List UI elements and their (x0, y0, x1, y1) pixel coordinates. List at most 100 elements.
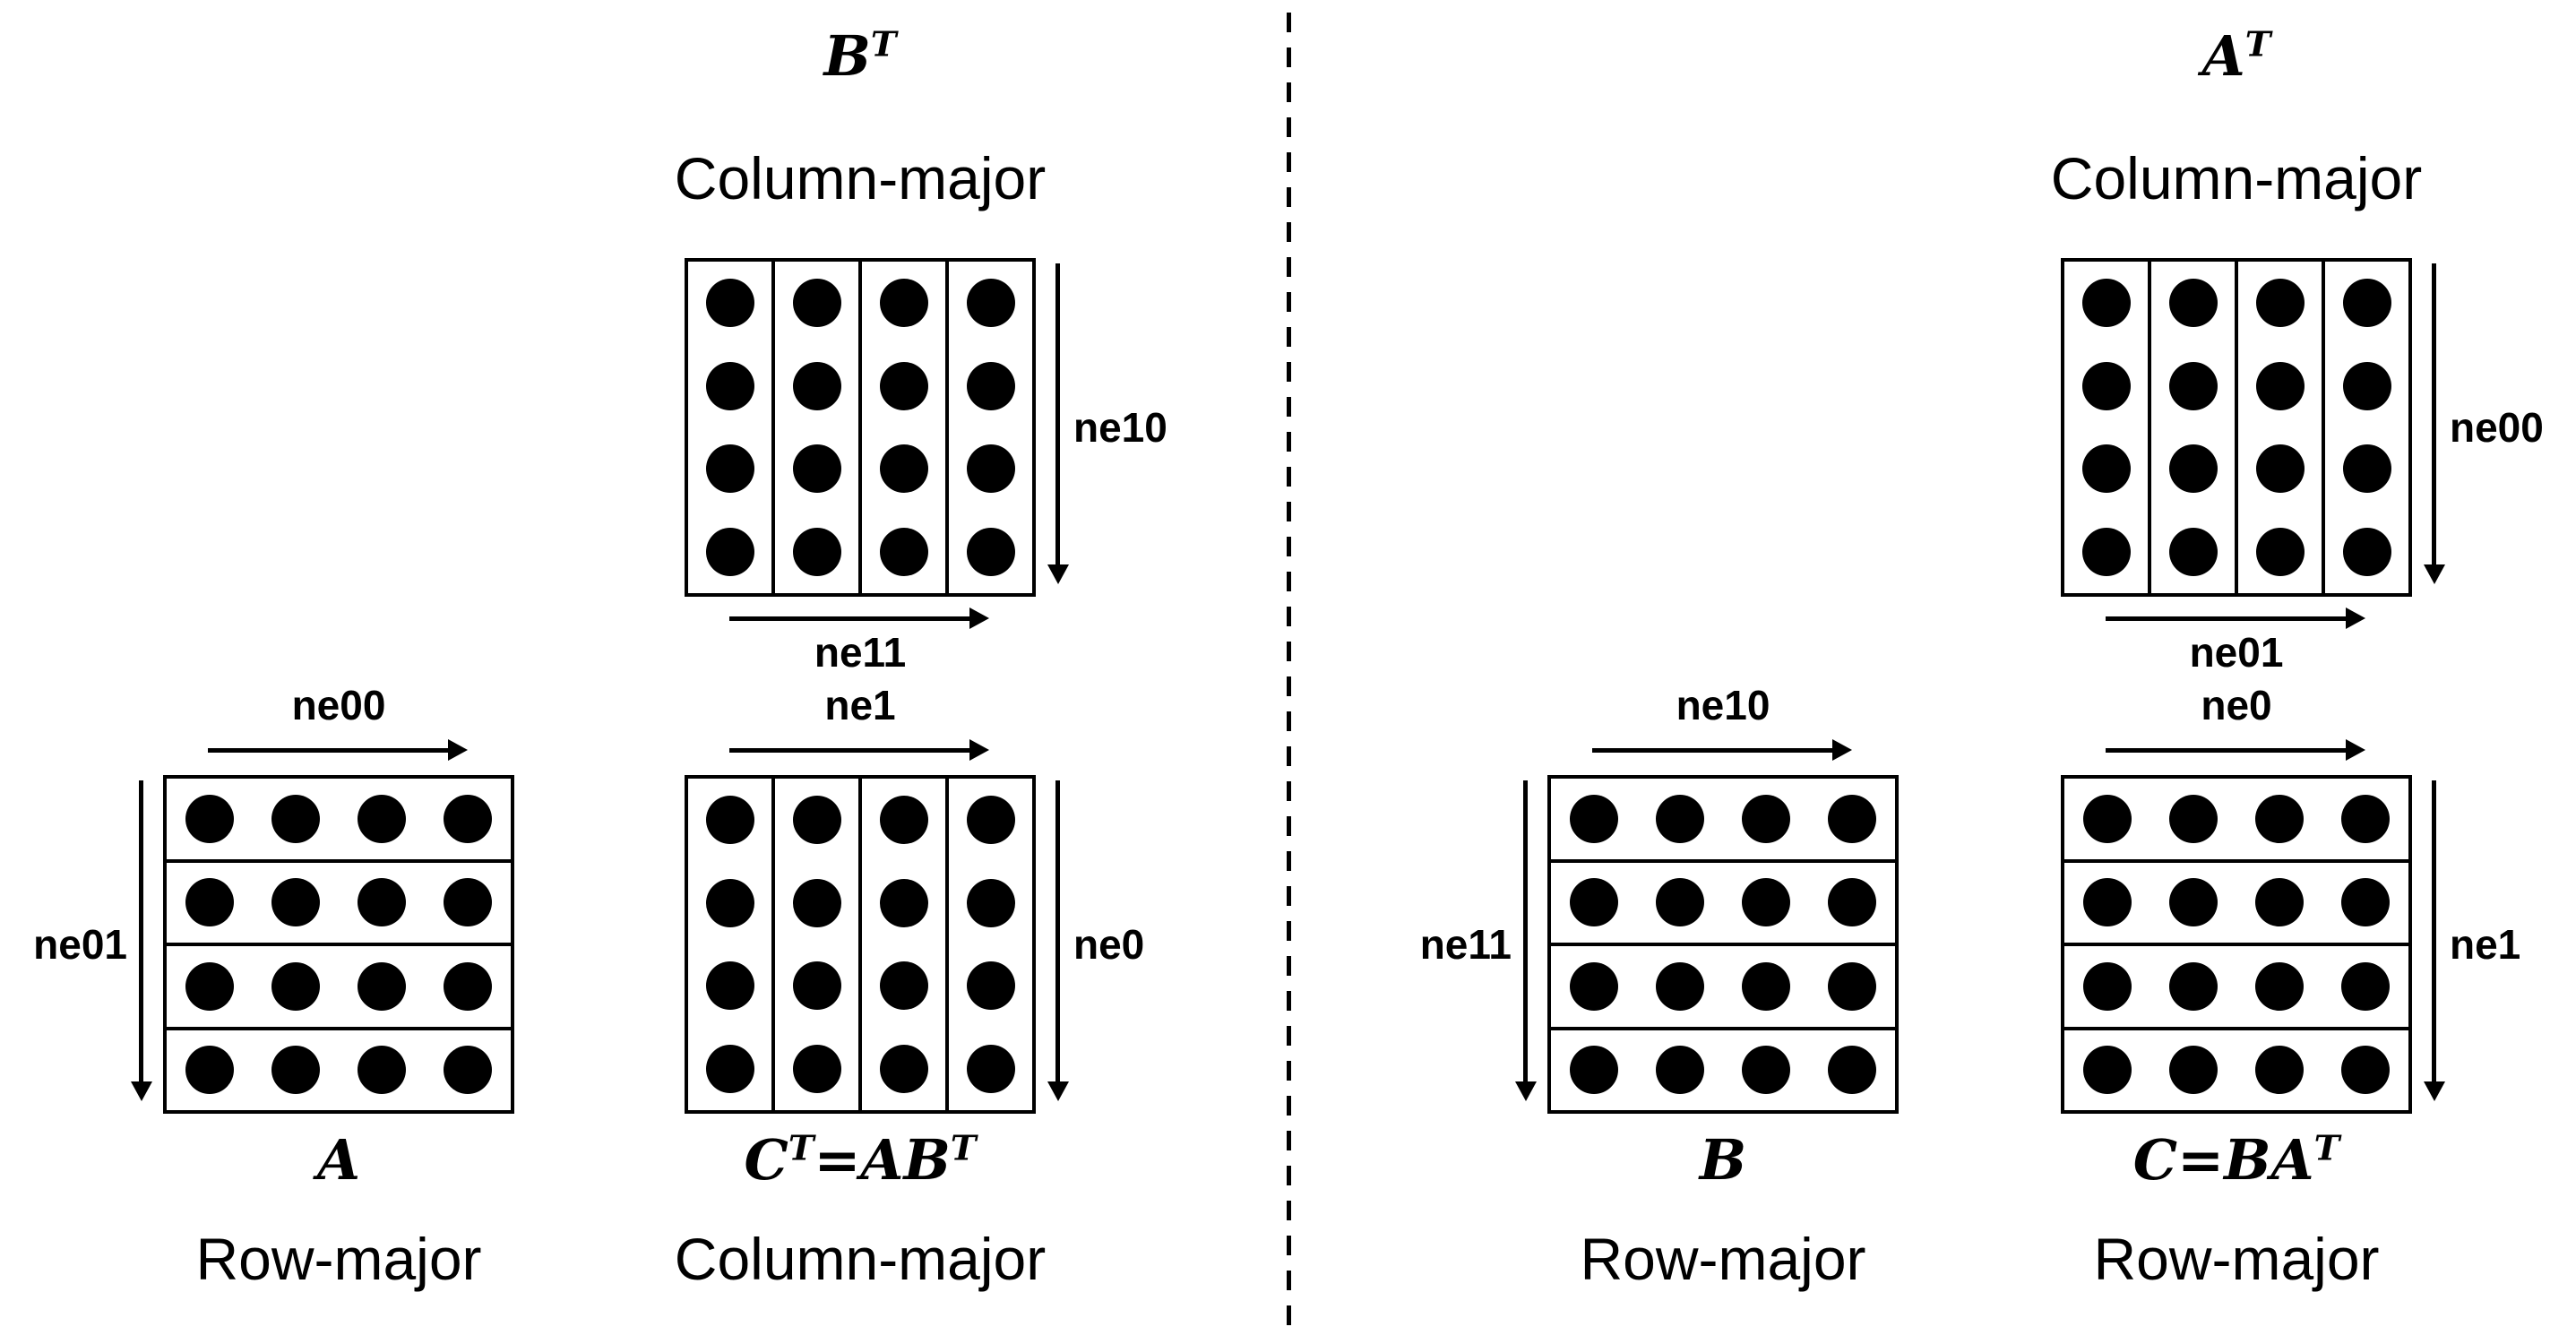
matrix-column-strip (775, 779, 862, 1110)
matrix-title: CT=ABT (744, 1127, 977, 1193)
dimension-label-ne10: ne10 (1073, 404, 1167, 451)
matrix-element-dot (705, 444, 754, 494)
dimension-label-ne1: ne1 (2450, 921, 2521, 968)
matrix-layout-label: Column-major (674, 145, 1047, 211)
matrix-element-dot (1656, 1046, 1704, 1095)
matrix-grid-c (2061, 775, 2412, 1114)
matrix-element-dot (966, 279, 1015, 328)
matrix-title: AT (2201, 23, 2271, 89)
matrix-column-strip (2064, 262, 2151, 593)
matrix-element-dot (879, 361, 928, 410)
matrix-element-dot (358, 794, 406, 843)
matrix-element-dot (2255, 279, 2305, 328)
matrix-element-dot (271, 961, 320, 1011)
matrix-element-dot (2168, 279, 2218, 328)
matrix-element-dot (879, 878, 928, 927)
matrix-element-dot (2255, 444, 2305, 494)
matrix-title: A (316, 1127, 361, 1193)
matrix-element-dot (358, 1046, 406, 1095)
matrix-element-dot (1828, 961, 1876, 1011)
matrix-element-dot (1570, 794, 1618, 843)
matrix-row-strip (167, 779, 511, 863)
matrix-element-dot (2083, 1046, 2132, 1095)
matrix-element-dot (444, 961, 492, 1011)
matrix-title: C=BAT (2132, 1127, 2340, 1193)
matrix-element-dot (2342, 527, 2391, 576)
matrix-element-dot (966, 1044, 1015, 1093)
matrix-element-dot (2081, 361, 2131, 410)
matrix-grid-a (163, 775, 514, 1114)
matrix-element-dot (358, 961, 406, 1011)
matrix-element-dot (2168, 527, 2218, 576)
matrix-grid-bt (685, 258, 1036, 597)
dimension-label-ne10: ne10 (1676, 682, 1770, 728)
matrix-element-dot (879, 444, 928, 494)
matrix-element-dot (2083, 961, 2132, 1011)
matrix-element-dot (271, 878, 320, 927)
matrix-element-dot (705, 527, 754, 576)
matrix-row-strip (167, 946, 511, 1030)
dimension-label-ne01: ne01 (33, 921, 127, 968)
arrow-down (131, 780, 152, 1101)
dimension-label-ne00: ne00 (2450, 404, 2544, 451)
matrix-element-dot (792, 527, 841, 576)
matrix-column-strip (949, 262, 1032, 593)
matrix-element-dot (705, 279, 754, 328)
matrix-grid-ct (685, 775, 1036, 1114)
matrix-row-strip (1551, 1030, 1895, 1111)
matrix-element-dot (1656, 794, 1704, 843)
arrow-right (729, 739, 989, 761)
matrix-element-dot (1570, 961, 1618, 1011)
matrix-element-dot (2169, 961, 2218, 1011)
arrow-right (729, 607, 989, 629)
matrix-unit-at: AT Column-major ne00 ne01 (2051, 24, 2544, 676)
matrix-element-dot (185, 961, 234, 1011)
matrix-column-strip (688, 262, 775, 593)
matrix-element-dot (2081, 444, 2131, 494)
matrix-element-dot (966, 361, 1015, 410)
matrix-element-dot (966, 444, 1015, 494)
matrix-row-strip (167, 863, 511, 946)
matrix-element-dot (1570, 1046, 1618, 1095)
matrix-element-dot (966, 961, 1015, 1011)
matrix-row-strip (2064, 779, 2408, 863)
matrix-element-dot (2083, 794, 2132, 843)
arrow-right (1592, 739, 1852, 761)
matrix-unit-bt: BT Column-major ne10 ne11 (675, 24, 1167, 676)
dimension-label-ne11: ne11 (814, 629, 907, 676)
matrix-element-dot (879, 796, 928, 845)
matrix-element-dot (444, 1046, 492, 1095)
dimension-label-ne01: ne01 (2189, 629, 2284, 676)
matrix-row-strip (1551, 863, 1895, 946)
matrix-row-strip (2064, 1030, 2408, 1111)
matrix-row-strip (2064, 863, 2408, 946)
matrix-element-dot (1828, 794, 1876, 843)
matrix-column-strip (862, 262, 949, 593)
matrix-element-dot (444, 794, 492, 843)
dimension-label-ne0: ne0 (2201, 682, 2272, 728)
dimension-label-ne11: ne11 (1419, 921, 1512, 968)
matrix-element-dot (1742, 1046, 1790, 1095)
matrix-unit-b: ne10 ne11 B Row-major (1420, 682, 1899, 1292)
matrix-row-strip (1551, 779, 1895, 863)
matrix-grid-at (2061, 258, 2412, 597)
arrow-down (2424, 263, 2445, 584)
matrix-element-dot (705, 878, 754, 927)
matrix-element-dot (2341, 1046, 2390, 1095)
matrix-element-dot (2255, 527, 2305, 576)
matrix-element-dot (185, 1046, 234, 1095)
matrix-layout-label: Column-major (674, 1226, 1047, 1292)
matrix-element-dot (2255, 361, 2305, 410)
matrix-element-dot (2168, 361, 2218, 410)
matrix-unit-ct: ne1 ne0 CT=ABT Column-major (675, 682, 1144, 1292)
matrix-row-strip (2064, 946, 2408, 1030)
matrix-element-dot (1656, 961, 1704, 1011)
matrix-unit-c: ne0 ne1 C=BAT Row-major (2061, 682, 2520, 1292)
matrix-element-dot (1742, 961, 1790, 1011)
matrix-element-dot (2169, 794, 2218, 843)
matrix-element-dot (1828, 878, 1876, 927)
matrix-element-dot (879, 527, 928, 576)
matrix-element-dot (966, 527, 1015, 576)
matrix-row-strip (1551, 946, 1895, 1030)
